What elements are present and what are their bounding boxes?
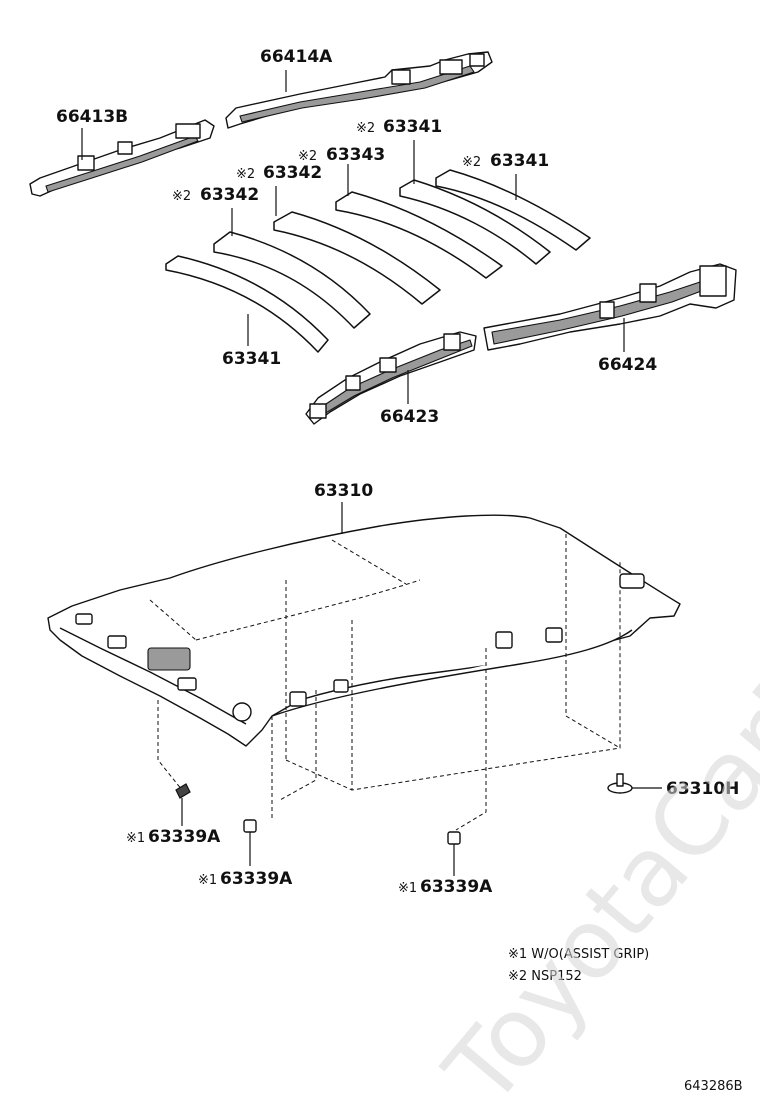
part-63310-headliner[interactable]	[47, 514, 681, 760]
label-66414A: 66414A	[260, 47, 333, 67]
clip-63339A-b[interactable]	[243, 819, 257, 833]
pad-63342-a[interactable]	[213, 231, 371, 329]
label-63310H: 63310H	[666, 779, 739, 799]
pad-63341-top[interactable]	[399, 179, 551, 265]
clip-63339A-c[interactable]	[447, 831, 461, 845]
label-63310: 63310	[314, 481, 373, 501]
label-63342-a: 63342	[200, 185, 259, 205]
mark-2-63343: ※2	[298, 149, 317, 164]
clip-63339A-a[interactable]	[175, 783, 191, 799]
legend-note-2: ※2 NSP152	[508, 969, 582, 984]
pad-63341-bottom[interactable]	[165, 255, 329, 353]
label-66413B: 66413B	[56, 107, 128, 127]
label-63339A-c: 63339A	[420, 877, 493, 897]
label-63343: 63343	[326, 145, 385, 165]
label-66423: 66423	[380, 407, 439, 427]
label-63339A-a: 63339A	[148, 827, 221, 847]
mark-1-63339A-a: ※1	[126, 831, 145, 846]
clip-63310H[interactable]	[607, 773, 633, 794]
mark-2-63341-right: ※2	[462, 155, 481, 170]
mark-2-63342-a: ※2	[172, 189, 191, 204]
mark-1-63339A-b: ※1	[198, 873, 217, 888]
pad-63341-right[interactable]	[435, 169, 591, 251]
pad-63343[interactable]	[335, 191, 503, 279]
label-66424: 66424	[598, 355, 657, 375]
part-66424-rail[interactable]	[483, 263, 737, 351]
label-63342-b: 63342	[263, 163, 322, 183]
part-66414A-rail[interactable]	[225, 51, 493, 129]
diagram-code: 643286B	[684, 1079, 743, 1094]
label-63341-bottom: 63341	[222, 349, 281, 369]
part-66413B-rail[interactable]	[29, 119, 215, 197]
part-66423-rail[interactable]	[305, 331, 477, 425]
label-63341-right: 63341	[490, 151, 549, 171]
mark-2-63342-b: ※2	[236, 167, 255, 182]
mark-2-63341-top: ※2	[356, 121, 375, 136]
legend-note-1: ※1 W/O(ASSIST GRIP)	[508, 947, 649, 962]
label-63339A-b: 63339A	[220, 869, 293, 889]
pad-63342-b[interactable]	[273, 211, 441, 305]
mark-1-63339A-c: ※1	[398, 881, 417, 896]
label-63341-top: 63341	[383, 117, 442, 137]
